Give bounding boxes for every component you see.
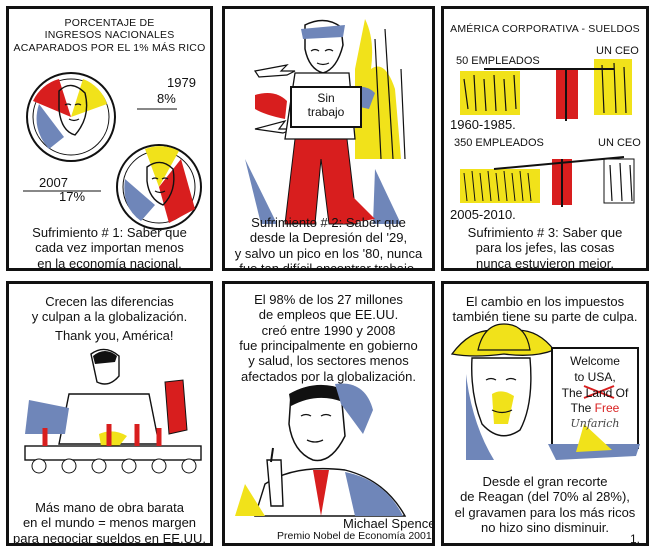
panel-6-taxes: El cambio en los impuestos también tiene… [441,281,649,546]
panel3-caption: Sufrimiento # 3: Saber que para los jefe… [467,225,623,271]
cowboy-sign-illustration [450,323,640,460]
coins-illustration [23,72,202,230]
panel6-top: El cambio en los impuestos también tiene… [452,294,638,325]
panel4-bottom: Más mano de obra barata en el mundo = me… [13,500,206,546]
year-1979: 1979 [167,75,196,90]
handwritten-word: Unfarich [570,417,620,431]
panel2-caption: Sufrimiento # 2: Saber que desde la Depr… [234,215,423,271]
label-ceo-a: UN CEO [596,45,639,57]
no-work-sign: Sin trabajo [307,91,345,119]
spence-portrait [235,383,407,517]
label-ceo-b: UN CEO [598,137,641,149]
period-2005-2010: 2005-2010. [450,207,516,222]
spence-name: Michael Spence [343,516,435,531]
welcome-sign: Welcome to USA, The Land Of The Free Unf… [552,354,638,432]
struck-word: Free [594,401,620,416]
thank-you-speech: Thank you, América! [55,328,174,343]
pct-2007: 17% [59,189,86,204]
panel1-caption: Sufrimiento # 1: Saber que cada vez impo… [32,225,187,271]
panel-4-globalization: Crecen las diferencias y culpan a la glo… [6,281,213,546]
nobel-credit: Premio Nobel de Economía 2001 [277,530,432,542]
unemployed-man-illustration [245,19,406,225]
panel3-title: AMÉRICA CORPORATIVA - SUELDOS [450,23,640,35]
label-350-employees: 350 EMPLEADOS [454,137,544,149]
year-2007: 2007 [39,175,68,190]
panel1-title: PORCENTAJE DE INGRESOS NACIONALES ACAPAR… [13,17,206,54]
scales-illustration [460,59,635,207]
panel-5-spence: El 98% de los 27 millones de empleos que… [222,281,435,546]
panel-3-corporate-wages: AMÉRICA CORPORATIVA - SUELDOS 50 EMPLEAD… [441,6,649,271]
panel-2-no-work: Sin trabajo Sufrimiento # 2: Saber que d… [222,6,435,271]
assembly-line-illustration [24,348,202,474]
pct-1979: 8% [157,91,176,106]
label-50-employees: 50 EMPLEADOS [456,55,540,67]
panel-1-income-share: PORCENTAJE DE INGRESOS NACIONALES ACAPAR… [6,6,213,271]
period-1960-1985: 1960-1985. [450,117,516,132]
page-number: 1. [630,532,641,546]
panel4-top: Crecen las diferencias y culpan a la glo… [31,294,188,325]
panel6-bottom: Desde el gran recorte de Reagan (del 70%… [454,474,636,535]
panel5-top: El 98% de los 27 millones de empleos que… [239,292,418,384]
